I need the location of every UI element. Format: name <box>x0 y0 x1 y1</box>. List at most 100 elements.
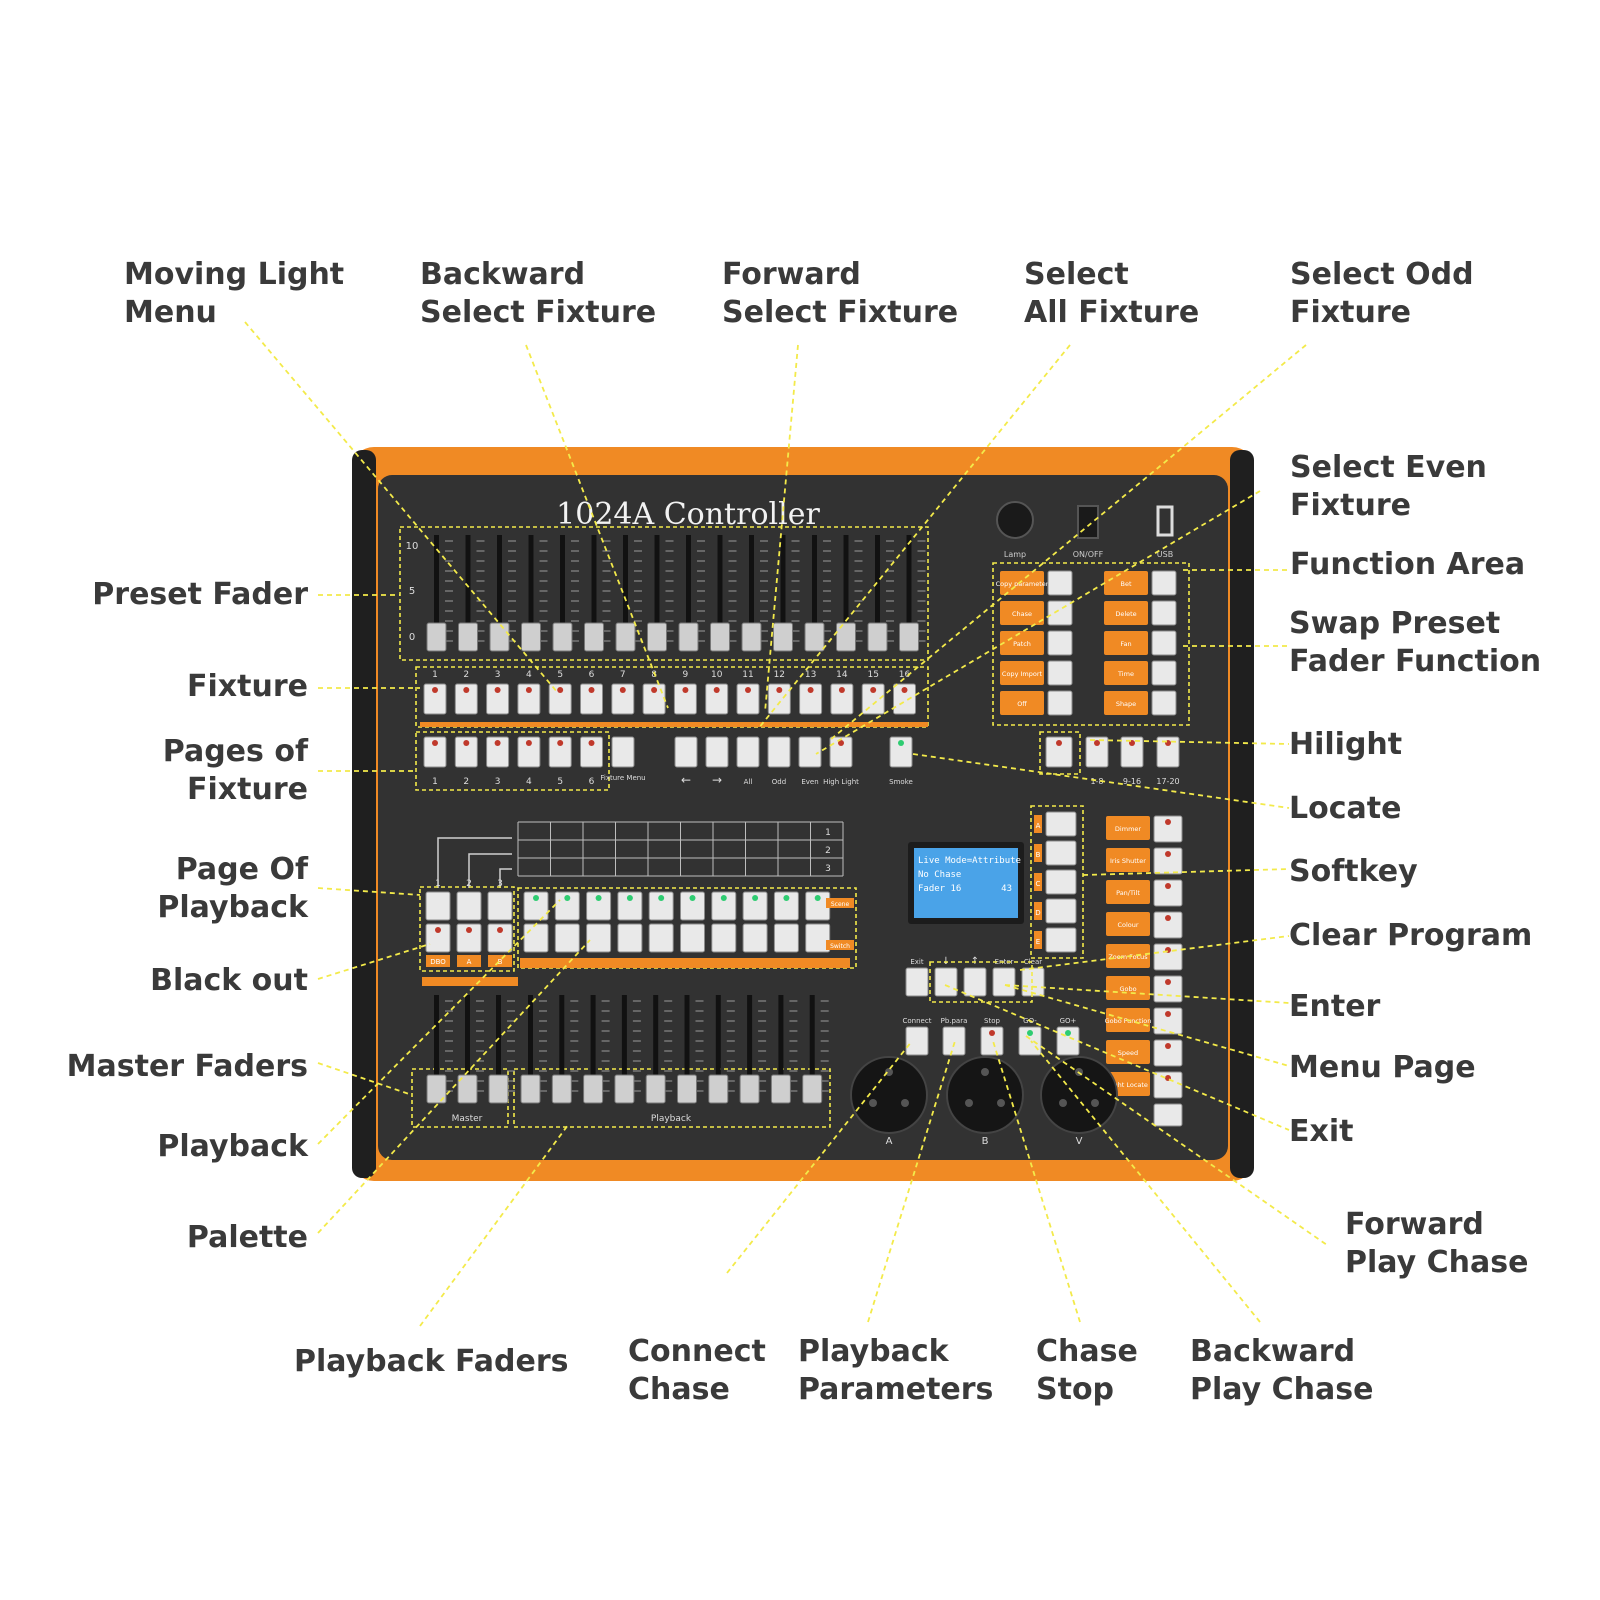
fixture-page-key-1[interactable] <box>423 736 447 768</box>
chase-key-3[interactable] <box>1018 1026 1042 1056</box>
master-key-3[interactable] <box>487 923 513 953</box>
fixture-key-2[interactable] <box>454 683 478 715</box>
attribute-key-7[interactable] <box>1106 1040 1150 1064</box>
preset-fader-13-cap[interactable] <box>804 622 825 652</box>
playback-fader-6-cap[interactable] <box>677 1074 697 1104</box>
function-left-button-0[interactable] <box>1047 570 1073 596</box>
playback-fader-1-cap[interactable] <box>520 1074 541 1104</box>
scene-key-8[interactable] <box>742 891 768 921</box>
playback-fader-8-cap[interactable] <box>739 1074 760 1104</box>
fixture-key-10[interactable] <box>705 683 729 715</box>
playback-fader-4-cap[interactable] <box>614 1074 635 1104</box>
scene-key-6[interactable] <box>680 891 705 921</box>
function-left-key-2[interactable] <box>1000 631 1044 655</box>
playback-fader-3-cap[interactable] <box>583 1074 604 1104</box>
attribute-key-3[interactable] <box>1106 912 1150 936</box>
preset-fader-1-cap[interactable] <box>426 622 447 652</box>
nav-key-0[interactable] <box>674 736 698 768</box>
fixture-key-7[interactable] <box>611 683 635 715</box>
palette-key-10[interactable] <box>805 923 831 953</box>
fixture-key-15[interactable] <box>861 683 885 715</box>
function-right-button-1[interactable] <box>1151 600 1177 626</box>
scene-key-5[interactable] <box>648 891 674 921</box>
attribute-button-1[interactable] <box>1153 847 1183 875</box>
playback-fader-7-cap[interactable] <box>708 1074 729 1104</box>
palette-key-5[interactable] <box>648 923 674 953</box>
master-fader-1-cap[interactable] <box>426 1074 447 1104</box>
menu-key-2[interactable] <box>963 967 987 997</box>
attribute-button-8[interactable] <box>1153 1071 1183 1099</box>
preset-fader-15-cap[interactable] <box>867 622 888 652</box>
preset-fader-6-cap[interactable] <box>584 622 604 652</box>
attribute-bank-key-0[interactable] <box>1085 736 1109 768</box>
palette-key-7[interactable] <box>711 923 737 953</box>
softkey-a[interactable] <box>1045 811 1077 837</box>
preset-fader-4-cap[interactable] <box>521 622 541 652</box>
power-switch[interactable] <box>1077 505 1099 539</box>
page-of-playback-key-3[interactable] <box>487 891 513 921</box>
fixture-key-9[interactable] <box>673 683 697 715</box>
preset-fader-11-cap[interactable] <box>741 622 762 652</box>
chase-key-2[interactable] <box>980 1026 1004 1056</box>
palette-key-9[interactable] <box>773 923 799 953</box>
palette-key-3[interactable] <box>586 923 612 953</box>
fixture-key-1[interactable] <box>423 683 447 715</box>
softkey-d[interactable] <box>1045 898 1077 924</box>
function-right-button-3[interactable] <box>1151 660 1177 686</box>
attribute-key-1[interactable] <box>1106 848 1150 872</box>
nav-key-3[interactable] <box>767 736 791 768</box>
scene-key-4[interactable] <box>617 891 643 921</box>
fixture-page-key-2[interactable] <box>454 736 478 768</box>
function-right-key-1[interactable] <box>1104 601 1148 625</box>
master-fader-3-cap[interactable] <box>488 1074 509 1104</box>
playback-fader-2-cap[interactable] <box>551 1074 572 1104</box>
function-left-key-1[interactable] <box>1000 601 1044 625</box>
preset-fader-9-cap[interactable] <box>678 622 699 652</box>
palette-key-4[interactable] <box>617 923 643 953</box>
master-fader-2-cap[interactable] <box>457 1074 478 1104</box>
fixture-key-6[interactable] <box>580 683 603 715</box>
function-left-button-4[interactable] <box>1047 690 1073 716</box>
fixture-key-5[interactable] <box>548 683 572 715</box>
palette-key-1[interactable] <box>523 923 549 953</box>
master-key-1[interactable] <box>425 923 451 953</box>
fixture-key-11[interactable] <box>736 683 760 715</box>
function-left-button-1[interactable] <box>1047 600 1073 626</box>
attribute-button-3[interactable] <box>1153 911 1183 939</box>
hilight-key[interactable] <box>1045 736 1073 768</box>
softkey-e[interactable] <box>1045 927 1077 953</box>
preset-fader-3-cap[interactable] <box>489 622 510 652</box>
page-of-playback-key-1[interactable] <box>425 891 451 921</box>
preset-fader-16-cap[interactable] <box>899 622 919 652</box>
nav-key-1[interactable] <box>705 736 729 768</box>
preset-fader-8-cap[interactable] <box>647 622 667 652</box>
wheel-a[interactable] <box>850 1056 928 1134</box>
scene-key-9[interactable] <box>773 891 799 921</box>
softkey-b[interactable] <box>1045 840 1077 866</box>
function-left-key-4[interactable] <box>1000 691 1044 715</box>
palette-key-2[interactable] <box>554 923 580 953</box>
usb-port-icon[interactable] <box>1156 505 1174 537</box>
attribute-button-2[interactable] <box>1153 879 1183 907</box>
fixture-key-4[interactable] <box>517 683 541 715</box>
lamp-connector-icon[interactable] <box>996 501 1034 539</box>
nav-key-5[interactable] <box>829 736 853 768</box>
fixture-key-14[interactable] <box>830 683 854 715</box>
scene-key-7[interactable] <box>711 891 737 921</box>
function-left-key-3[interactable] <box>1000 661 1044 685</box>
palette-key-6[interactable] <box>680 923 705 953</box>
attribute-button-0[interactable] <box>1153 815 1183 843</box>
fixture-page-key-4[interactable] <box>517 736 541 768</box>
attribute-bank-key-1[interactable] <box>1120 736 1144 768</box>
preset-fader-10-cap[interactable] <box>710 622 730 652</box>
function-right-key-3[interactable] <box>1104 661 1148 685</box>
menu-key-1[interactable] <box>934 967 958 997</box>
menu-key-3[interactable] <box>992 967 1016 997</box>
preset-fader-12-cap[interactable] <box>773 622 793 652</box>
fixture-key-3[interactable] <box>486 683 510 715</box>
playback-fader-10-cap[interactable] <box>802 1074 823 1104</box>
attribute-button-7[interactable] <box>1153 1039 1183 1067</box>
function-left-button-3[interactable] <box>1047 660 1073 686</box>
wheel-b[interactable] <box>946 1056 1024 1134</box>
scene-key-1[interactable] <box>523 891 549 921</box>
